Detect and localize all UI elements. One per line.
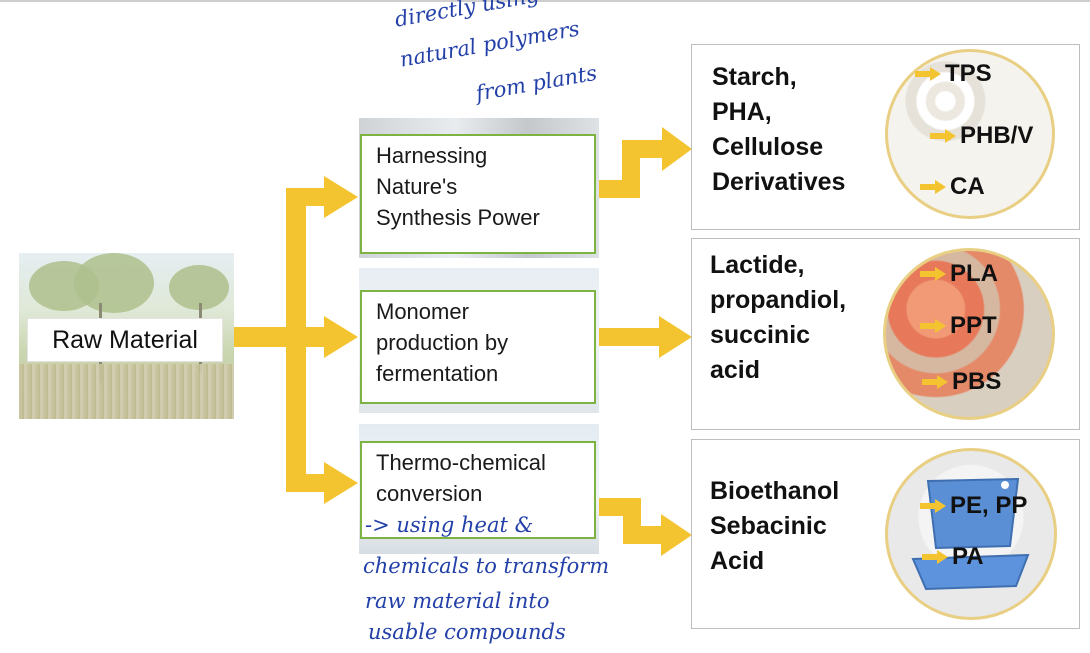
polymer-2-3-label: PBS <box>952 368 1002 395</box>
arrow-p3-h2 <box>623 526 663 544</box>
polymer-circle-1 <box>885 49 1055 219</box>
chair-seat-icon <box>911 477 1030 591</box>
output-1-line-2: PHA, <box>712 98 772 126</box>
top-divider <box>0 0 1090 2</box>
arrow-raw-to-trunk <box>234 327 294 347</box>
arrow-head-mid <box>324 316 358 358</box>
process-1-line-1: Harnessing <box>376 143 488 168</box>
arrow-head-top <box>324 176 358 218</box>
process-3-line-2: conversion <box>376 481 483 506</box>
small-arrow-icon <box>920 267 946 281</box>
small-arrow-icon <box>922 375 948 389</box>
output-2-line-1: Lactide, <box>710 251 805 279</box>
output-1-text: Starch, PHA, Cellulose Derivatives <box>712 60 845 200</box>
polymer-circle-3 <box>885 448 1057 620</box>
output-2-line-4: acid <box>710 356 761 384</box>
arrow-head-p3 <box>661 514 692 556</box>
output-1-line-4: Derivatives <box>712 168 846 196</box>
small-arrow-icon <box>920 499 946 513</box>
output-2-line-3: succinic <box>710 321 811 349</box>
polymer-pbs: PBS <box>922 368 1001 396</box>
process-1-line-2: Nature's <box>376 174 458 199</box>
bottom-note-line-2: chemicals to transform <box>363 554 610 578</box>
small-arrow-icon <box>930 129 956 143</box>
process-box-3: Thermo-chemical conversion <box>360 441 596 539</box>
bottom-note-line-1: -> using heat & <box>365 513 534 537</box>
output-1-line-3: Cellulose <box>712 133 824 161</box>
process-box-2: Monomer production by fermentation <box>360 290 596 404</box>
process-2-line-3: fermentation <box>376 361 499 386</box>
small-arrow-icon <box>915 67 941 81</box>
polymer-3-2-label: PA <box>952 543 984 570</box>
process-box-1: Harnessing Nature's Synthesis Power <box>360 134 596 254</box>
process-2-line-1: Monomer <box>376 299 469 324</box>
output-3-line-2: Sebacinic <box>710 512 827 540</box>
arrow-head-p1 <box>662 127 692 171</box>
output-1-line-1: Starch, <box>712 63 797 91</box>
raw-material-label: Raw Material <box>27 318 223 362</box>
polymer-circle-2 <box>883 248 1055 420</box>
output-2-line-2: propandiol, <box>710 286 847 314</box>
polymer-3-1-label: PE, PP <box>950 492 1028 519</box>
arrow-branch-mid <box>296 327 326 347</box>
polymer-pa: PA <box>922 543 984 571</box>
polymer-tps: TPS <box>915 60 992 88</box>
arrow-branch-top <box>296 188 326 206</box>
arrow-p1-h2 <box>622 140 664 158</box>
bottom-note-line-4: usable compounds <box>368 620 566 644</box>
arrow-head-p2 <box>659 316 692 358</box>
polymer-pla: PLA <box>920 260 998 288</box>
small-arrow-icon <box>920 319 946 333</box>
output-3-line-1: Bioethanol <box>710 477 840 505</box>
small-arrow-icon <box>920 180 946 194</box>
output-2-text: Lactide, propandiol, succinic acid <box>710 248 846 388</box>
arrow-head-bottom <box>324 462 358 504</box>
polymer-1-3-label: CA <box>950 173 985 200</box>
process-1-line-3: Synthesis Power <box>376 205 540 230</box>
polymer-phbv: PHB/V <box>930 122 1033 150</box>
arrow-p2 <box>599 328 661 346</box>
bottom-note-line-3: raw material into <box>365 589 550 613</box>
polymer-2-1-label: PLA <box>950 260 998 287</box>
polymer-pe-pp: PE, PP <box>920 492 1027 520</box>
output-3-line-3: Acid <box>710 547 765 575</box>
arrow-branch-bottom <box>296 474 326 492</box>
output-3-text: Bioethanol Sebacinic Acid <box>710 474 839 579</box>
polymer-1-1-label: TPS <box>945 60 992 87</box>
small-arrow-icon <box>922 550 948 564</box>
polymer-ppt: PPT <box>920 312 997 340</box>
process-3-line-1: Thermo-chemical <box>376 450 546 475</box>
polymer-2-2-label: PPT <box>950 312 997 339</box>
process-2-line-2: production by <box>376 330 509 355</box>
polymer-1-2-label: PHB/V <box>960 122 1034 149</box>
polymer-ca: CA <box>920 173 985 201</box>
